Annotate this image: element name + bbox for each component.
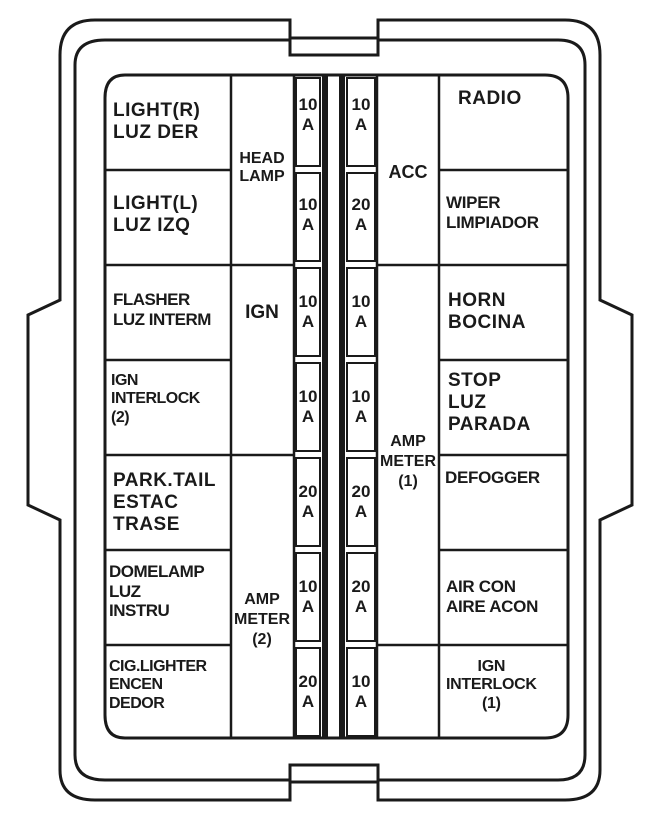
fuse-label-air-con: AIR CON AIRE ACON [446, 577, 539, 616]
fuse-rating: 10 A [298, 195, 318, 234]
fuse-rating: 10 A [298, 292, 318, 331]
fuse-rating: 10 A [298, 95, 318, 134]
fuse-label-park-tail: PARK.TAIL ESTAC TRASE [113, 470, 217, 535]
fuse-label-ign-interlock-2: IGN INTERLOCK (2) [111, 372, 200, 426]
fuse-rating: 20 A [351, 195, 371, 234]
fuse-rating: 10 A [298, 577, 318, 616]
fuse-label-stop: STOP LUZ PARADA [448, 370, 531, 435]
circuit-amp-meter-1: AMP METER (1) [380, 433, 436, 490]
fuse-label-light-left: LIGHT(L) LUZ IZQ [113, 193, 199, 236]
fuse-rating: 10 A [351, 672, 371, 711]
fuse-rating: 10 A [351, 95, 371, 134]
fuse-label-light-right: LIGHT(R) LUZ DER [113, 100, 201, 143]
fuse-rating: 10 A [351, 292, 371, 331]
fuse-rating: 20 A [351, 577, 371, 616]
fuse-label-radio: RADIO [458, 88, 522, 109]
fuse-rating: 20 A [298, 482, 318, 521]
fuse-label-dome-lamp: DOMELAMP LUZ INSTRU [109, 562, 205, 621]
fuse-label-defogger: DEFOGGER [445, 468, 540, 487]
fuse-label-ign-interlock-1: IGN INTERLOCK (1) [446, 658, 537, 712]
fuse-rating: 10 A [298, 387, 318, 426]
fuse-rating: 10 A [351, 387, 371, 426]
circuit-ign: IGN [245, 302, 279, 323]
fuse-label-flasher: FLASHER LUZ INTERM [113, 290, 211, 329]
circuit-head-lamp: HEAD LAMP [239, 150, 285, 186]
fuse-label-horn: HORN BOCINA [448, 290, 526, 333]
circuit-acc: ACC [388, 162, 428, 182]
fuse-rating: 20 A [351, 482, 371, 521]
fuse-label-cig-lighter: CIG.LIGHTER ENCEN DEDOR [109, 658, 207, 712]
circuit-amp-meter-2: AMP METER (2) [234, 591, 290, 648]
fuse-rating: 20 A [298, 672, 318, 711]
fuse-label-wiper: WIPER LIMPIADOR [446, 193, 539, 232]
